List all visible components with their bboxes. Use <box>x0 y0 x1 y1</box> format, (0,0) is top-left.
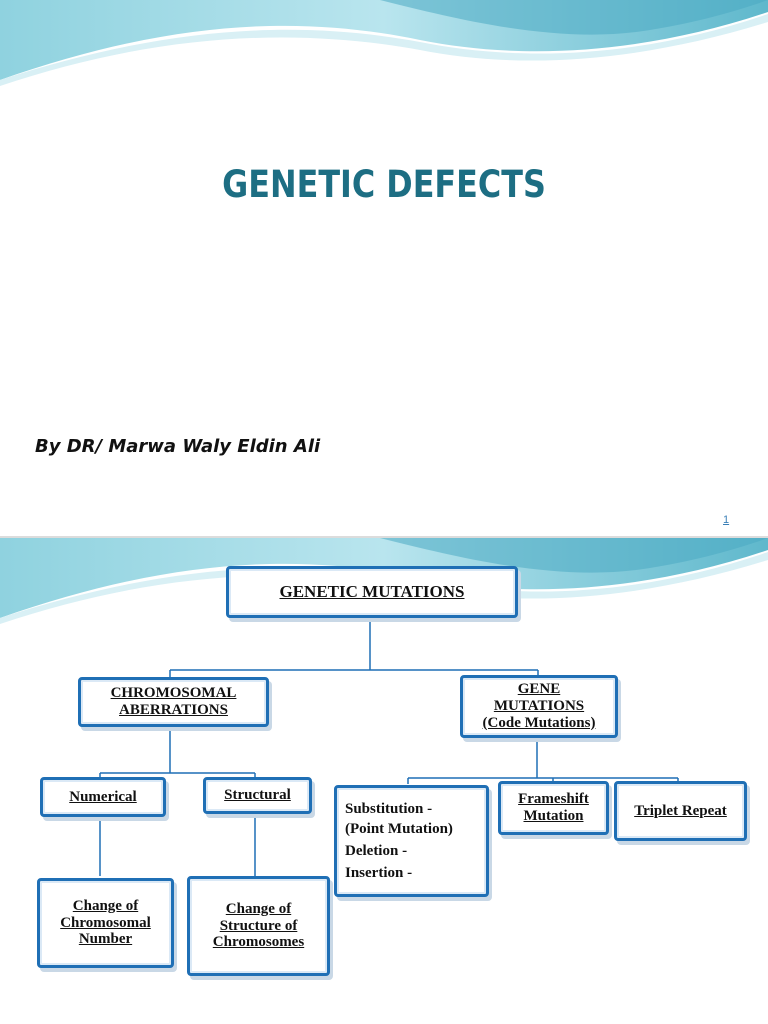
mutations-diagram-slide: GENETIC MUTATIONS CHROMOSOMAL ABERRATION… <box>0 538 768 1024</box>
change-chromosome-structure-box: Change of Structure of Chromosomes <box>187 876 330 976</box>
triplet-repeat-box: Triplet Repeat <box>614 781 747 841</box>
genetic-mutations-box: GENETIC MUTATIONS <box>226 566 518 618</box>
frameshift-mutation-box: Frameshift Mutation <box>498 781 609 835</box>
change-chromosomal-number-box: Change of Chromosomal Number <box>37 878 174 968</box>
gene-mutation-types-box: Substitution - (Point Mutation) Deletion… <box>334 785 489 897</box>
slide-title: GENETIC DEFECTS <box>222 163 546 206</box>
wave-header-graphic <box>0 0 768 86</box>
structural-box: Structural <box>203 777 312 814</box>
numerical-box: Numerical <box>40 777 166 817</box>
chromosomal-aberrations-box: CHROMOSOMAL ABERRATIONS <box>78 677 269 727</box>
page-number[interactable]: 1 <box>723 514 730 526</box>
diagram-connectors <box>99 620 679 876</box>
title-slide: GENETIC DEFECTS By DR/ Marwa Waly Eldin … <box>0 0 768 536</box>
wave-header-graphic <box>0 538 768 624</box>
gene-mutations-box: GENE MUTATIONS (Code Mutations) <box>460 675 618 738</box>
author-line: By DR/ Marwa Waly Eldin Ali <box>35 436 321 457</box>
